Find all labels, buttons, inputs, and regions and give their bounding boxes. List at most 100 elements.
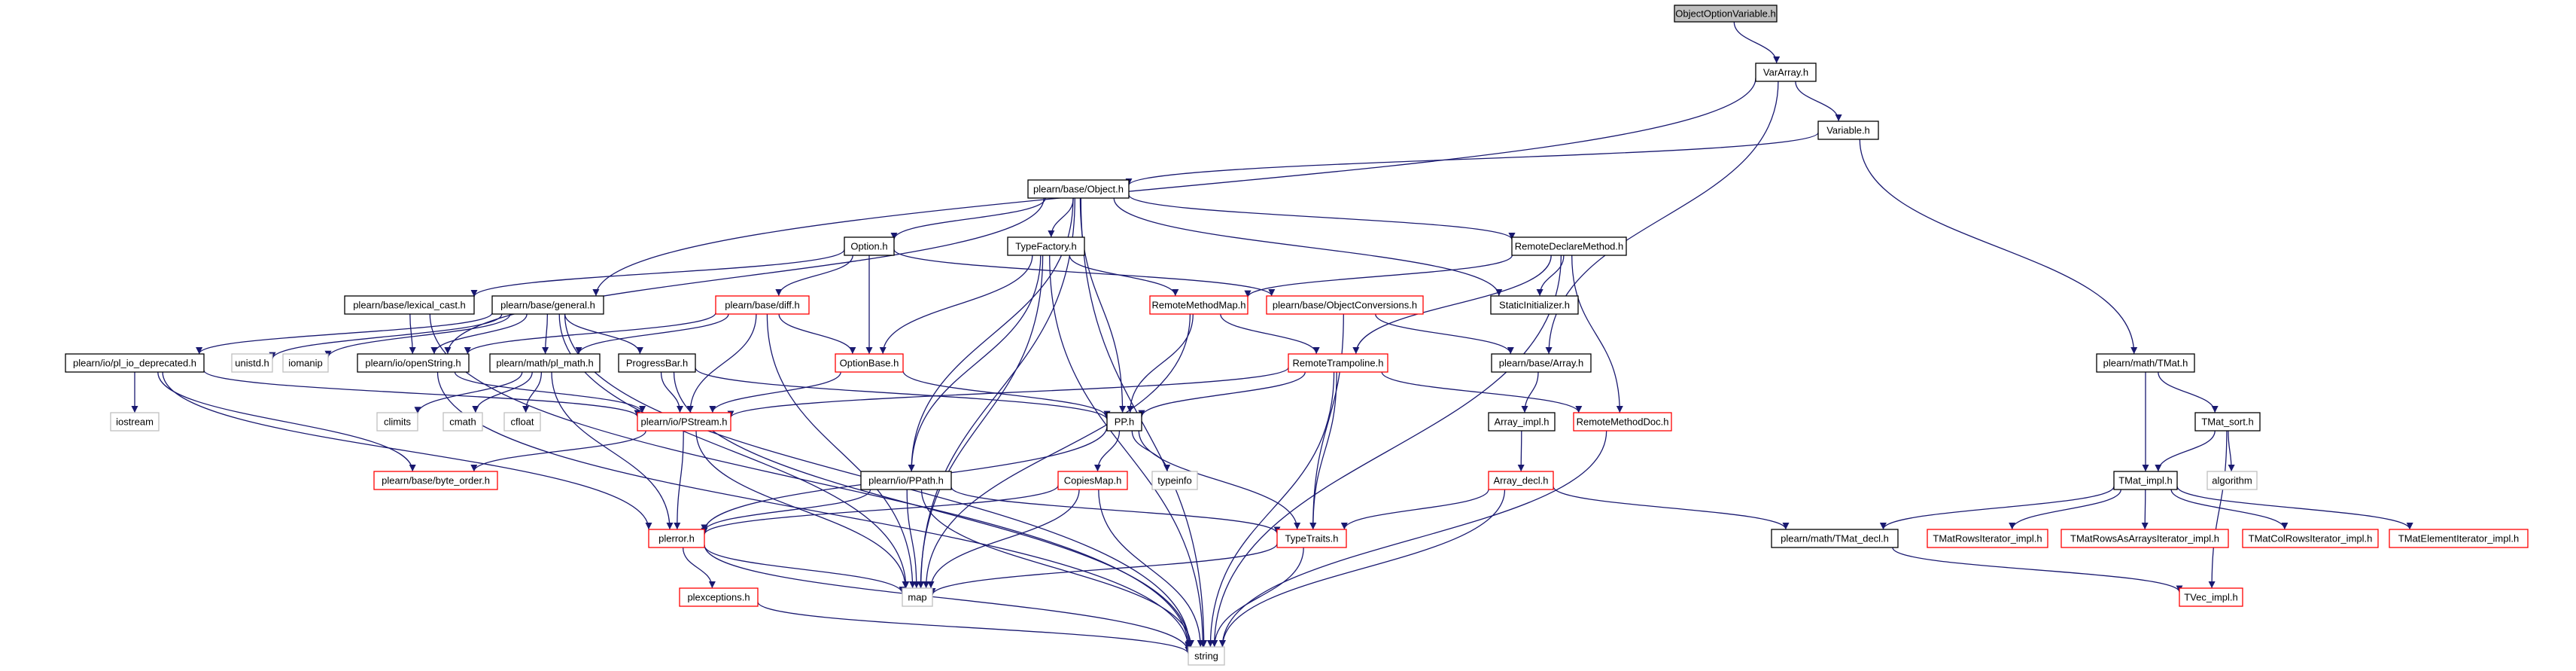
node-objectoptionvariable-h[interactable]: ObjectOptionVariable.h [1674,5,1778,23]
node-remotedeclaremethod-h[interactable]: RemoteDeclareMethod.h [1511,236,1627,256]
edge-general-to-iomanip [324,313,511,358]
edge-remotetramp-to-typetraits [1309,371,1337,530]
edge-diff-to-openstring [464,313,716,355]
node-tmatrowsiterator-impl-h[interactable]: TMatRowsIterator_impl.h [1927,529,2048,548]
node-plearn-base-object-h[interactable]: plearn/base/Object.h [1027,179,1130,199]
node-label: Array_impl.h [1495,416,1550,428]
edge-pl_io_dep-to-pstream [203,370,641,417]
node-plearn-io-openstring-h[interactable]: plearn/io/openString.h [357,353,470,373]
node-unistd-h[interactable]: unistd.h [231,353,273,373]
node-cmath[interactable]: cmath [443,412,483,432]
edge-ppath-to-map [906,489,920,589]
node-plearn-io-ppath-h[interactable]: plearn/io/PPath.h [860,471,952,490]
node-iomanip[interactable]: iomanip [282,353,329,373]
edge-diff-to-pl_math [575,313,729,355]
node-plearn-base-objectconversions-h[interactable]: plearn/base/ObjectConversions.h [1266,295,1424,315]
node-plearn-io-pstream-h[interactable]: plearn/io/PStream.h [637,412,731,432]
node-label: plearn/math/TMat.h [2103,358,2188,369]
edge-remotetramp-to-pp [1138,371,1306,417]
node-plearn-math-tmat-decl-h[interactable]: plearn/math/TMat_decl.h [1771,529,1899,548]
edge-option-to-objconv [893,249,1276,297]
node-label: ObjectOptionVariable.h [1675,8,1775,20]
node-climits[interactable]: climits [376,412,418,432]
node-remotemethoddoc-h[interactable]: RemoteMethodDoc.h [1573,412,1672,432]
node-plearn-math-tmat-h[interactable]: plearn/math/TMat.h [2096,353,2195,373]
node-tmatcolrowsiterator-impl-h[interactable]: TMatColRowsIterator_impl.h [2242,529,2379,548]
node-algorithm[interactable]: algorithm [2206,471,2258,490]
edge-progressbar-to-pp [695,368,1111,420]
node-label: VarArray.h [1763,67,1808,78]
edge-pstream-to-byte_order [470,430,646,472]
node-label: Option.h [850,241,887,252]
edge-tmat_impl-to-tmatrows [2009,489,2121,530]
edges-layer [131,21,2413,654]
edge-remotedecl-to-remotemethodmap [1244,255,1513,297]
node-label: plearn/math/pl_math.h [496,358,593,369]
edge-remotedecl-to-remotemethoddoc [1571,255,1623,413]
node-array-impl-h[interactable]: Array_impl.h [1488,412,1556,432]
node-iostream[interactable]: iostream [110,412,160,432]
node-remotemethodmap-h[interactable]: RemoteMethodMap.h [1149,295,1248,315]
node-plearn-base-array-h[interactable]: plearn/base/Array.h [1491,353,1592,373]
edge-tmat-to-tmat_sort [2158,371,2219,413]
node-tmatrowsasarraysiterator-impl-h[interactable]: TMatRowsAsArraysIterator_impl.h [2060,529,2229,548]
node-typeinfo[interactable]: typeinfo [1151,471,1198,490]
node-tvec-impl-h[interactable]: TVec_impl.h [2179,587,2243,607]
node-tmatelementiterator-impl-h[interactable]: TMatElementIterator_impl.h [2389,529,2529,548]
edge-tmat_impl-to-tmat_decl [1879,486,2115,530]
edge-variable-to-tmat [1859,139,2138,355]
node-label: plearn/math/TMat_decl.h [1781,533,1889,544]
node-plearn-io-pl-io-deprecated-h[interactable]: plearn/io/pl_io_deprecated.h [65,353,205,373]
node-label: TypeTraits.h [1285,533,1338,544]
edge-general-to-pl_io_dep [196,313,493,355]
node-pp-h[interactable]: PP.h [1106,412,1142,432]
node-typefactory-h[interactable]: TypeFactory.h [1007,236,1085,256]
node-tmat-impl-h[interactable]: TMat_impl.h [2113,471,2178,490]
edge-objconv-to-array [1375,313,1514,355]
edge-typefactory-to-remotemethodmap [1069,255,1179,297]
node-label: plearn/base/Array.h [1499,358,1584,369]
node-plearn-base-general-h[interactable]: plearn/base/general.h [491,295,604,315]
node-plearn-math-pl-math-h[interactable]: plearn/math/pl_math.h [489,353,601,373]
edge-remotedecl-to-remotetramp [1352,255,1552,355]
node-vararray-h[interactable]: VarArray.h [1755,63,1817,82]
node-map[interactable]: map [902,587,933,607]
node-label: RemoteTrampoline.h [1293,358,1384,369]
node-option-h[interactable]: Option.h [844,236,895,256]
node-label: TMatColRowsIterator_impl.h [2249,533,2373,544]
edge-ppath-to-plerror [701,489,871,532]
edge-general-to-pl_math [542,313,549,355]
node-plearn-base-byte-order-h[interactable]: plearn/base/byte_order.h [373,471,498,490]
node-remotetrampoline-h[interactable]: RemoteTrampoline.h [1288,353,1388,373]
node-plearn-base-lexical-cast-h[interactable]: plearn/base/lexical_cast.h [344,295,475,315]
node-tmat-sort-h[interactable]: TMat_sort.h [2194,412,2261,432]
node-plerror-h[interactable]: plerror.h [648,529,705,548]
node-cfloat[interactable]: cfloat [503,412,541,432]
edge-pl_io_dep-to-plerror [162,371,652,530]
node-label: OptionBase.h [840,358,899,369]
node-label: map [908,592,926,603]
node-copiesmap-h[interactable]: CopiesMap.h [1057,471,1128,490]
node-plearn-base-diff-h[interactable]: plearn/base/diff.h [715,295,810,315]
node-label: unistd.h [235,358,269,369]
node-string[interactable]: string [1188,646,1225,666]
node-optionbase-h[interactable]: OptionBase.h [835,353,904,373]
node-variable-h[interactable]: Variable.h [1817,120,1879,140]
node-label: TMatRowsIterator_impl.h [1933,533,2042,544]
edge-array_decl-to-string [1218,489,1506,648]
node-label: cmath [449,416,476,428]
node-array-decl-h[interactable]: Array_decl.h [1488,471,1554,490]
edge-plerror-to-plexceptions [682,547,716,589]
edge-remotemethodmap-to-map [923,313,1191,589]
edge-pstream-to-map [695,430,909,589]
node-label: plearn/base/diff.h [725,300,800,311]
node-label: string [1194,651,1218,662]
edge-remotetramp-to-pstream [727,367,1289,418]
edge-general-to-progressbar [564,313,643,355]
node-label: climits [384,416,412,428]
node-staticinitializer-h[interactable]: StaticInitializer.h [1490,295,1579,315]
node-progressbar-h[interactable]: ProgressBar.h [618,353,696,373]
node-plexceptions-h[interactable]: plexceptions.h [679,587,759,607]
node-typetraits-h[interactable]: TypeTraits.h [1276,529,1347,548]
